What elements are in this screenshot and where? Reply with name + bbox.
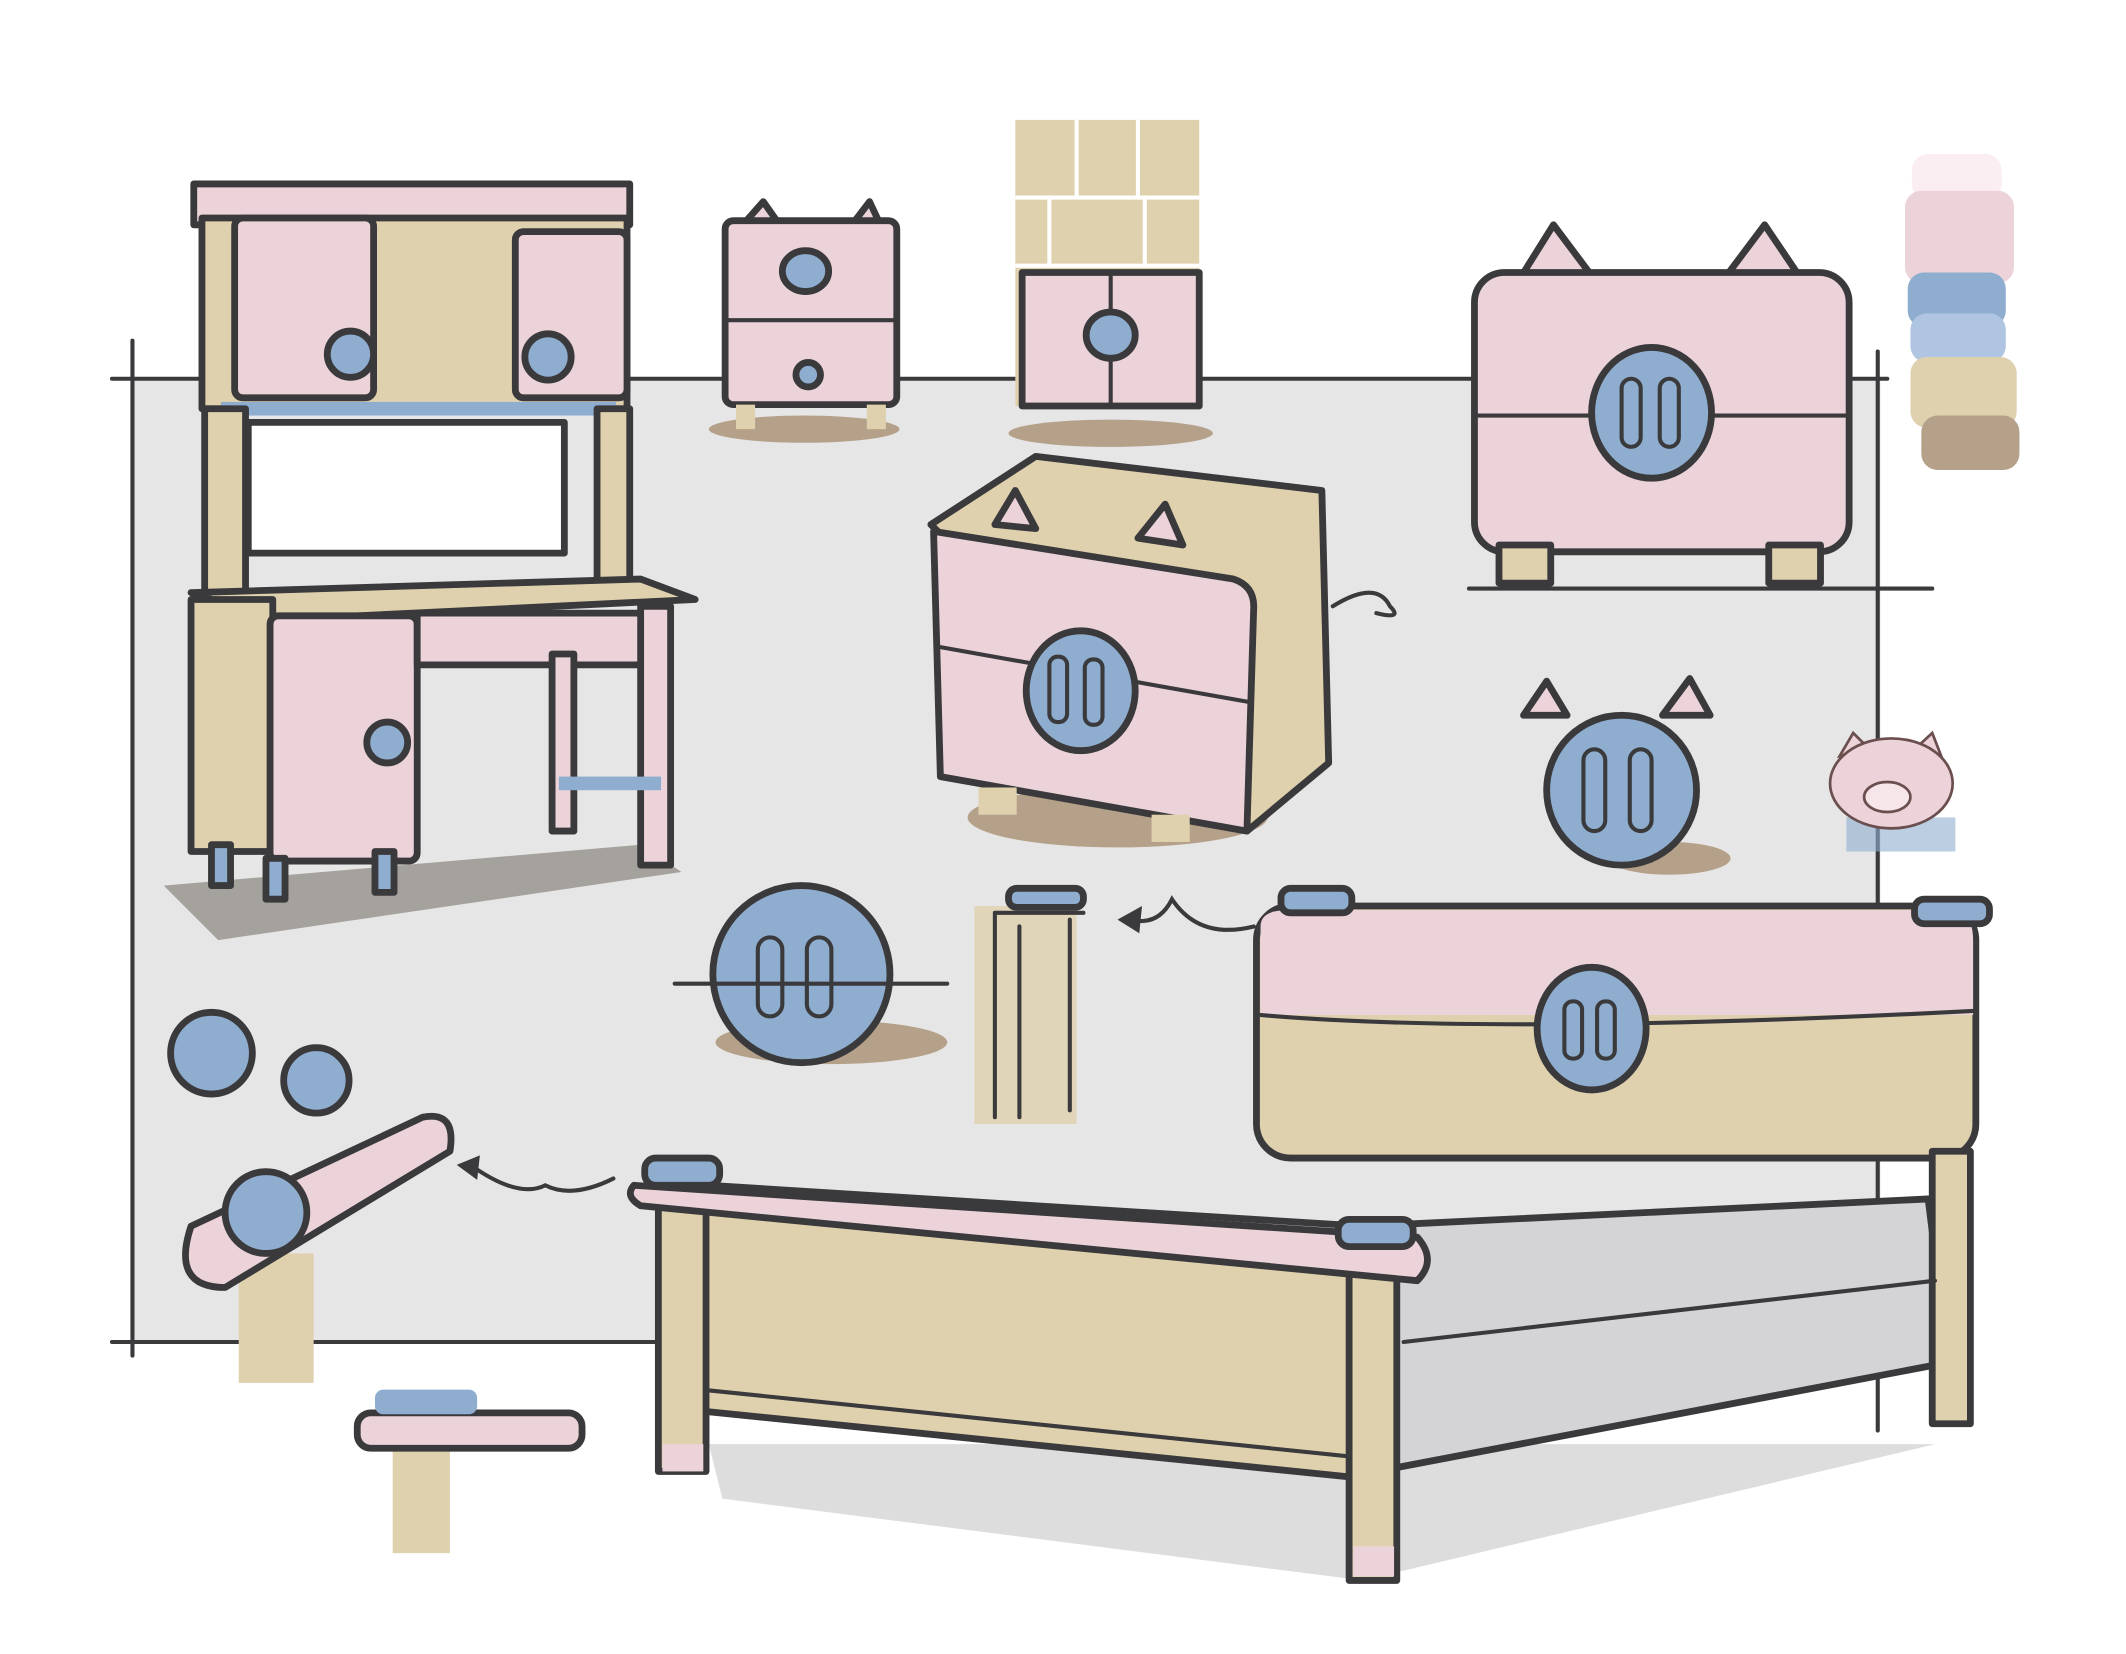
pig-cabinet-perspective (927, 453, 1397, 848)
pig-face-icon (1828, 730, 1956, 852)
pig-snout-icon (1533, 963, 1650, 1094)
pig-bed (626, 884, 1993, 1584)
pig-snout-icon (709, 882, 894, 1067)
pig-cabinet-large (1466, 221, 1935, 591)
wardrobe-tall (1008, 119, 1213, 447)
pig-snout-icon (1588, 344, 1715, 482)
pig-snout-icon (778, 247, 833, 295)
bedpost-detail (974, 884, 1256, 1125)
pig-snout-study (1520, 675, 1731, 875)
desk-with-hutch (163, 180, 699, 941)
pig-snout-icon (1543, 711, 1700, 869)
nightstand-small (708, 198, 901, 443)
knob-studies (167, 1008, 616, 1554)
pig-snout-knob (672, 882, 950, 1067)
color-palette (1904, 153, 2020, 471)
